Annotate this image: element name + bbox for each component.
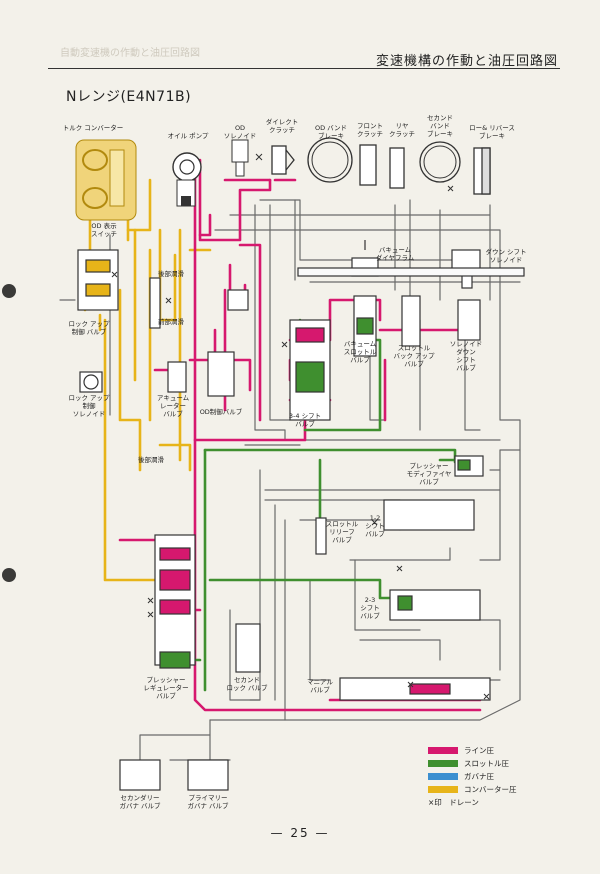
label-torque-converter: トルク コンバーター — [62, 124, 124, 132]
torque-converter — [75, 139, 137, 221]
legend-swatch — [428, 786, 458, 793]
label-solenoid-downshift-valve: ソレノイド ダウン シフト バルブ — [449, 340, 483, 372]
label-accumulator-valve: アキューム レーター バルブ — [156, 394, 190, 418]
pressure-legend: ライン圧 スロットル圧 ガバナ圧 コンバーター圧 ×印 ドレーン — [428, 744, 517, 809]
label-front-clutch: フロント クラッチ — [357, 122, 383, 138]
legend-item: ×印 ドレーン — [428, 796, 517, 809]
label-shift-23-valve: 2-3 シフト バルブ — [360, 596, 380, 620]
label-shift-34-valve: 3-4 シフト バルブ — [288, 412, 322, 428]
legend-swatch — [428, 747, 458, 754]
legend-label: コンバーター圧 — [464, 785, 517, 794]
page-header-title: 変速機構の作動と油圧回路図 — [375, 54, 558, 69]
label-vacuum-throttle-valve: バキューム スロットル バルブ — [343, 340, 377, 364]
drain-marks — [111, 153, 490, 700]
label-throttle-backup-valve: スロットル バック アップ バルブ — [393, 344, 435, 368]
clutches-brakes — [271, 137, 491, 195]
range-title: Nレンジ(E4N71B) — [66, 89, 192, 105]
bleed-through-header: 自動変速機の作動と油圧回路図 — [60, 48, 200, 59]
page-number: — 25 — — [270, 826, 330, 840]
label-od-switch: OD 表示 スイッチ — [91, 222, 117, 238]
label-downshift-solenoid: ダウン シフト ソレノイド — [485, 248, 527, 264]
label-od-band-brake: OD バンド ブレーキ — [314, 124, 347, 140]
binder-hole — [2, 568, 16, 582]
label-oil-pump: オイル ポンプ — [167, 132, 209, 140]
label-rear-clutch: リヤ クラッチ — [389, 122, 415, 138]
legend-swatch — [428, 760, 458, 767]
label-lockup-control-valve: ロック アップ 制御 バルブ — [68, 320, 110, 336]
legend-label: スロットル圧 — [464, 759, 509, 768]
legend-item: ガバナ圧 — [428, 770, 517, 783]
label-secondary-governor: セカンダリー ガバナ バルブ — [119, 794, 161, 810]
label-second-band-brake: セカンド バンド ブレーキ — [427, 114, 453, 138]
label-shift-12-valve: 1-2 シフト バルブ — [365, 514, 385, 538]
label-front-lube: 前部潤滑 — [158, 318, 184, 326]
label-lockup-solenoid: ロック アップ 制御 ソレノイド — [68, 394, 110, 418]
label-second-lock-valve: セカンド ロック バルブ — [226, 676, 268, 692]
label-low-reverse-brake: ロー& リバース ブレーキ — [469, 124, 515, 140]
label-primary-governor: プライマリー ガバナ バルブ — [187, 794, 229, 810]
label-direct-clutch: ダイレクト クラッチ — [265, 118, 299, 134]
valve-bodies — [77, 249, 491, 791]
oil-pump — [172, 152, 202, 207]
header-rule — [48, 68, 560, 69]
binder-hole — [2, 284, 16, 298]
od-solenoid — [231, 139, 249, 177]
label-manual-valve: マニアル バルブ — [307, 678, 333, 694]
legend-label: ガバナ圧 — [464, 772, 494, 781]
label-rear-lube-2: 後部潤滑 — [138, 456, 164, 464]
label-od-solenoid: OD ソレノイド — [223, 124, 257, 140]
legend-label: ライン圧 — [464, 746, 494, 755]
legend-item: スロットル圧 — [428, 757, 517, 770]
label-throttle-relief-valve: スロットル リリーフ バルブ — [325, 520, 359, 544]
label-od-control-valve: OD制御バルブ — [199, 408, 243, 416]
legend-label: ×印 ドレーン — [428, 798, 479, 807]
label-vacuum-diaphragm: バキューム ダイヤフラム — [375, 246, 415, 262]
legend-swatch — [428, 773, 458, 780]
legend-item: コンバーター圧 — [428, 783, 517, 796]
legend-item: ライン圧 — [428, 744, 517, 757]
label-pressure-regulator-valve: プレッシャー レギュレーター バルブ — [143, 676, 189, 700]
label-rear-lube: 後部潤滑 — [158, 270, 184, 278]
diaphragm-and-solenoid — [297, 240, 525, 289]
label-pressure-modifier-valve: プレッシャー モディファイヤ バルブ — [406, 462, 452, 486]
